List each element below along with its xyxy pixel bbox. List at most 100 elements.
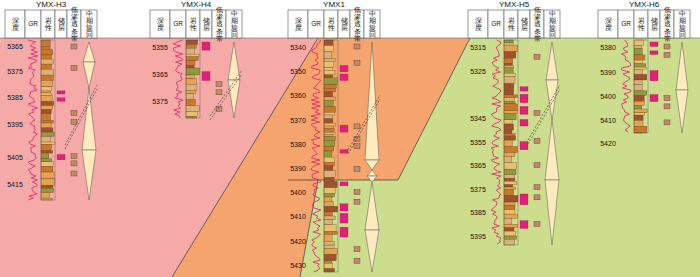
header-cell	[598, 10, 618, 38]
reservoir-bar	[340, 125, 348, 132]
lithology-bed	[324, 92, 333, 97]
low-permeability-band	[534, 195, 540, 200]
depth-value: 5380	[600, 43, 616, 52]
column-header-cell: 储层	[648, 10, 660, 38]
depth-value: 5340	[290, 43, 306, 52]
lithology-bed	[504, 113, 516, 120]
reservoir-bar	[650, 51, 658, 55]
gr-curve	[621, 40, 630, 132]
well-name: YMX1	[323, 0, 345, 10]
lithology-bed	[634, 95, 644, 101]
dashed-marker	[348, 95, 380, 150]
lithology-bed	[41, 188, 54, 192]
low-permeability-band	[71, 161, 77, 166]
lithology-bed	[186, 75, 195, 79]
header-cell	[25, 10, 41, 38]
boundary-line	[172, 38, 318, 277]
lithology-bed	[634, 60, 643, 64]
column-header: 储层	[203, 17, 210, 31]
lithology-bed	[634, 67, 646, 69]
lithology-bed	[41, 59, 53, 64]
header-cell	[648, 10, 660, 38]
lithology-bed	[324, 206, 338, 212]
low-permeability-band	[71, 154, 77, 159]
low-permeability-band	[354, 247, 360, 252]
lithology-bed	[41, 185, 53, 188]
lithology-bed	[324, 59, 335, 62]
column-header-cell: 中期旋回	[226, 10, 242, 38]
low-permeability-band	[354, 124, 360, 129]
column-header-cell: 储层	[338, 10, 350, 38]
header-cell	[226, 10, 242, 38]
well-name-cell: YMX-H3	[5, 0, 97, 10]
depth-value: 5315	[470, 43, 486, 52]
lithology-bed	[41, 40, 50, 47]
reservoir-bar	[202, 72, 210, 81]
lithology-bed	[504, 178, 515, 181]
lithology-bed	[324, 157, 334, 163]
reservoir-bar	[57, 155, 65, 160]
column-header: GR	[621, 20, 631, 27]
column-header: 岩性	[45, 17, 52, 31]
depth-value: 5345	[470, 114, 486, 123]
column-header-cell: 储层	[200, 10, 212, 38]
reservoir-bar	[520, 221, 528, 229]
lithology-bed	[504, 98, 515, 102]
reservoir-bar	[340, 74, 348, 80]
low-permeability-band	[664, 44, 670, 49]
lithology-bed	[634, 46, 642, 49]
lithology-bed	[504, 153, 515, 157]
column-header-cell: 岩性	[186, 10, 200, 38]
cycle-triangle	[365, 230, 379, 272]
depth-value-cell: 5380	[598, 42, 618, 52]
column-header: GR	[28, 20, 38, 27]
depth-value: 5430	[290, 261, 306, 270]
lithology-bed	[504, 146, 517, 152]
lithology-bed	[634, 109, 647, 113]
depth-value: 5375	[470, 185, 486, 194]
lithology-bed	[41, 96, 52, 102]
column-header: 储层	[58, 17, 65, 31]
lithology-outline	[324, 40, 338, 272]
lithology-bed	[634, 106, 642, 109]
column-header: 低渗透条带	[68, 6, 81, 42]
depth-value: 5415	[7, 180, 23, 189]
depth-value: 5365	[7, 42, 23, 51]
cycle-triangle	[545, 120, 559, 180]
header-cell	[186, 10, 200, 38]
header-cell	[338, 10, 350, 38]
reservoir-bar	[520, 194, 528, 205]
column-header: 深度	[157, 17, 164, 31]
lithology-bed	[634, 74, 647, 80]
reservoir-bar	[520, 142, 528, 150]
lithology-bed	[324, 137, 336, 141]
depth-value: 5385	[470, 208, 486, 217]
lithology-bed	[186, 116, 196, 118]
lithology-bed	[186, 45, 196, 49]
column-header: 中期旋回	[546, 10, 559, 39]
depth-value: 5400	[290, 188, 306, 197]
column-header-cell: 低渗透条带	[67, 10, 81, 38]
dashed-marker	[348, 99, 380, 154]
cycle-triangle	[228, 42, 240, 80]
depth-value-cell: 5430	[288, 260, 308, 270]
depth-value-cell: 5325	[468, 66, 488, 76]
lithology-bed	[41, 101, 54, 105]
lithology-bed	[504, 202, 515, 205]
header-cell	[488, 10, 504, 38]
column-header: 中期旋回	[83, 10, 96, 39]
column-header: 岩性	[190, 17, 197, 31]
lithology-bed	[324, 126, 333, 129]
lithology-bed	[504, 187, 516, 189]
lithology-bed	[634, 85, 642, 91]
lithology-bed	[324, 107, 335, 113]
header-cell	[308, 10, 324, 38]
depth-value-cell: 5395	[5, 119, 25, 129]
cycle-triangle	[83, 62, 95, 88]
column-header: 深度	[475, 17, 482, 31]
depth-value: 5410	[600, 116, 616, 125]
lithology-bed	[324, 188, 336, 194]
well-name: YMX-H5	[499, 0, 529, 10]
column-header-cell: 深度	[288, 10, 308, 38]
